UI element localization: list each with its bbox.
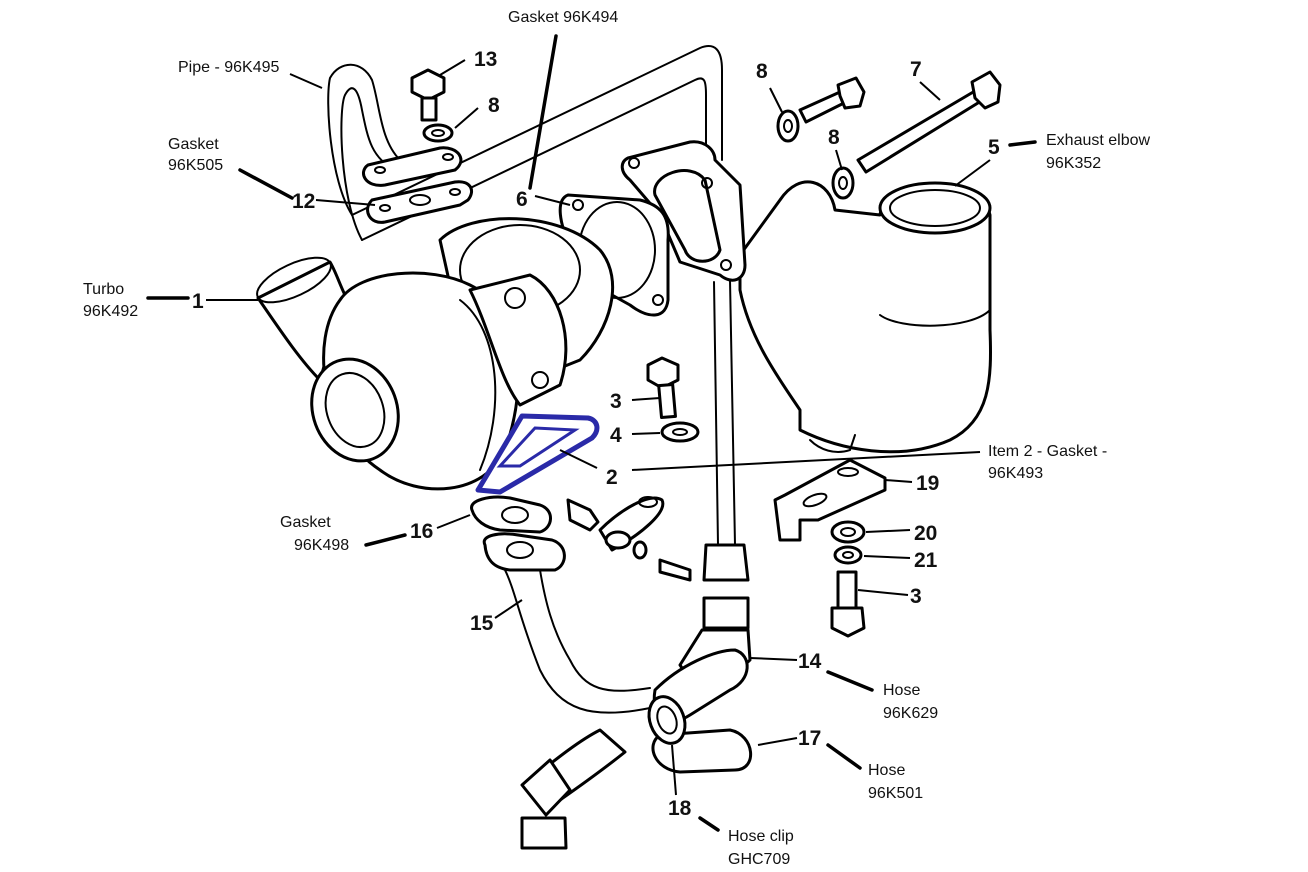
label-gasket-96K505-l2: 96K505 (168, 157, 223, 174)
num-5: 5 (988, 136, 1000, 159)
studs-and-clip (566, 496, 692, 582)
num-12: 12 (292, 190, 315, 213)
num-6: 6 (516, 188, 528, 211)
label-item2-l2: 96K493 (988, 465, 1043, 482)
bolt-8-upper (798, 76, 866, 124)
gasket-96K498 (470, 495, 552, 534)
num-8-mid: 8 (756, 60, 768, 83)
label-gasket-96K498-l1: Gasket (280, 514, 331, 531)
washer-8-top (422, 123, 454, 143)
pipe-flange (362, 146, 463, 187)
label-gasket-96K494: Gasket 96K494 (508, 9, 618, 26)
washer-8-right (776, 109, 855, 200)
num-1: 1 (192, 290, 204, 313)
num-4: 4 (610, 424, 622, 447)
label-hose-96K629-l2: 96K629 (883, 705, 938, 722)
washer-21 (833, 545, 863, 565)
part-numbers: 1 2 3 3 4 5 6 7 8 8 8 12 13 14 15 16 17 … (192, 48, 1000, 820)
label-hose-clip-l2: GHC709 (728, 851, 790, 868)
oil-feed-pipe (678, 279, 752, 686)
num-8-right: 8 (828, 126, 840, 149)
label-turbo-l1: Turbo (83, 281, 124, 298)
num-15: 15 (470, 612, 494, 635)
pipe-96K495 (327, 45, 723, 241)
label-gasket-96K498-l2: 96K498 (294, 537, 349, 554)
label-hose-96K501-l1: Hose (868, 762, 905, 779)
label-item2-l1: Item 2 - Gasket - (988, 443, 1107, 460)
callout-labels: Gasket 96K494 Pipe - 96K495 Gasket 96K50… (83, 9, 1151, 868)
num-17: 17 (798, 727, 821, 750)
label-gasket-96K505-l1: Gasket (168, 136, 219, 153)
num-7: 7 (910, 58, 922, 81)
turbocharger-96K492 (256, 217, 615, 491)
drain-pipe-15 (482, 532, 651, 714)
bolt-3-upper (646, 356, 680, 420)
label-exhaust-l1: Exhaust elbow (1046, 132, 1151, 149)
num-18: 18 (668, 797, 692, 820)
label-exhaust-l2: 96K352 (1046, 155, 1101, 172)
num-8-top: 8 (488, 94, 500, 117)
bolt-13 (410, 68, 446, 122)
washer-4 (660, 421, 700, 443)
num-14: 14 (798, 650, 822, 673)
bracket-19 (773, 458, 887, 542)
num-20: 20 (914, 522, 937, 545)
num-3-lower: 3 (910, 585, 922, 608)
label-hose-clip-l1: Hose clip (728, 828, 794, 845)
num-13: 13 (474, 48, 497, 71)
exhaust-elbow-96K352 (620, 140, 993, 454)
hose-clip-GHC709 (647, 695, 687, 745)
gasket-96K493 (475, 413, 600, 495)
num-3-upper: 3 (610, 390, 622, 413)
label-hose-96K501-l2: 96K501 (868, 785, 923, 802)
label-hose-96K629-l1: Hose (883, 682, 920, 699)
bolt-7 (856, 70, 1002, 174)
leader-lines (146, 34, 1037, 832)
bolt-3-lower (830, 570, 866, 638)
num-2: 2 (606, 466, 618, 489)
label-turbo-l2: 96K492 (83, 303, 138, 320)
washer-20 (830, 520, 866, 544)
num-19: 19 (916, 472, 939, 495)
gasket-96K505 (366, 180, 473, 224)
num-21: 21 (914, 549, 938, 572)
num-16: 16 (410, 520, 433, 543)
label-pipe-96K495: Pipe - 96K495 (178, 59, 280, 76)
